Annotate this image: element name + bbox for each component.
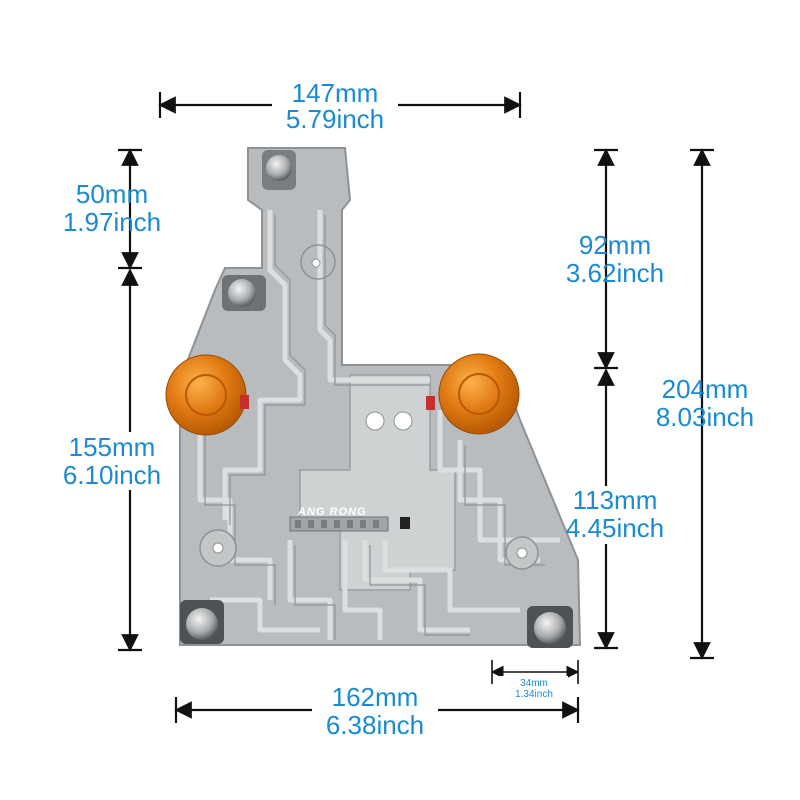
total-height-inch: 8.03inch: [656, 402, 754, 432]
lower-right-height-mm: 113mm: [573, 485, 658, 515]
amber-bulb-left: [165, 354, 249, 436]
board-boss: [300, 244, 336, 280]
board-boss: [212, 542, 224, 554]
circuit-traces: [197, 210, 560, 640]
connector-pins: [295, 520, 379, 528]
upper-right-height-inch: 3.62inch: [566, 258, 664, 288]
clear-bulb-bottom-right: [527, 606, 573, 648]
upper-left-height-inch: 1.97inch: [63, 207, 161, 237]
mount-hole: [311, 258, 321, 268]
dimension-labels: 147mm 5.79inch 50mm 1.97inch 155mm 6.10i…: [63, 78, 754, 740]
lower-left-height-inch: 6.10inch: [63, 460, 161, 490]
mount-hole: [365, 411, 385, 431]
circuit-board-photo: ANG RONG: [165, 147, 582, 648]
brand-label: ANG RONG: [297, 506, 367, 518]
lower-left-height-mm: 155mm: [69, 432, 156, 462]
bottom-width-inch: 6.38inch: [326, 710, 424, 740]
board-boss: [516, 547, 528, 559]
upper-left-height-mm: 50mm: [76, 179, 148, 209]
small-width-inch: 1.34inch: [515, 689, 553, 700]
lower-right-height-inch: 4.45inch: [566, 513, 664, 543]
clear-bulb-upper-left: [222, 275, 266, 311]
amber-bulb-right: [426, 353, 520, 435]
bottom-width-mm: 162mm: [332, 682, 419, 712]
top-width-inch: 5.79inch: [286, 104, 384, 134]
total-height-mm: 204mm: [662, 374, 749, 404]
black-socket: [400, 517, 410, 529]
inner-plate: [299, 374, 456, 591]
upper-right-height-mm: 92mm: [579, 230, 651, 260]
top-width-mm: 147mm: [292, 78, 379, 108]
mount-hole: [393, 411, 413, 431]
small-width-mm: 34mm: [520, 678, 548, 689]
clear-bulb-top: [262, 150, 296, 190]
clear-bulb-bottom-left: [180, 600, 224, 644]
label-backgrounds: [58, 78, 668, 740]
